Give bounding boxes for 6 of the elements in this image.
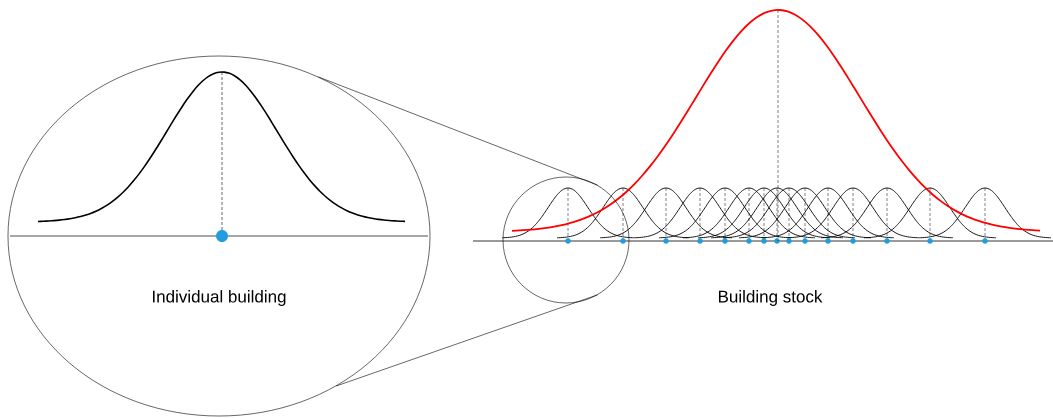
node-text: Individual building — [153, 290, 286, 306]
zoom-line — [318, 76, 598, 186]
zoom-circle — [502, 176, 630, 304]
chart-label: Building stock — [718, 290, 823, 306]
zoom-ellipse — [7, 55, 431, 417]
zoom-line — [335, 294, 598, 387]
